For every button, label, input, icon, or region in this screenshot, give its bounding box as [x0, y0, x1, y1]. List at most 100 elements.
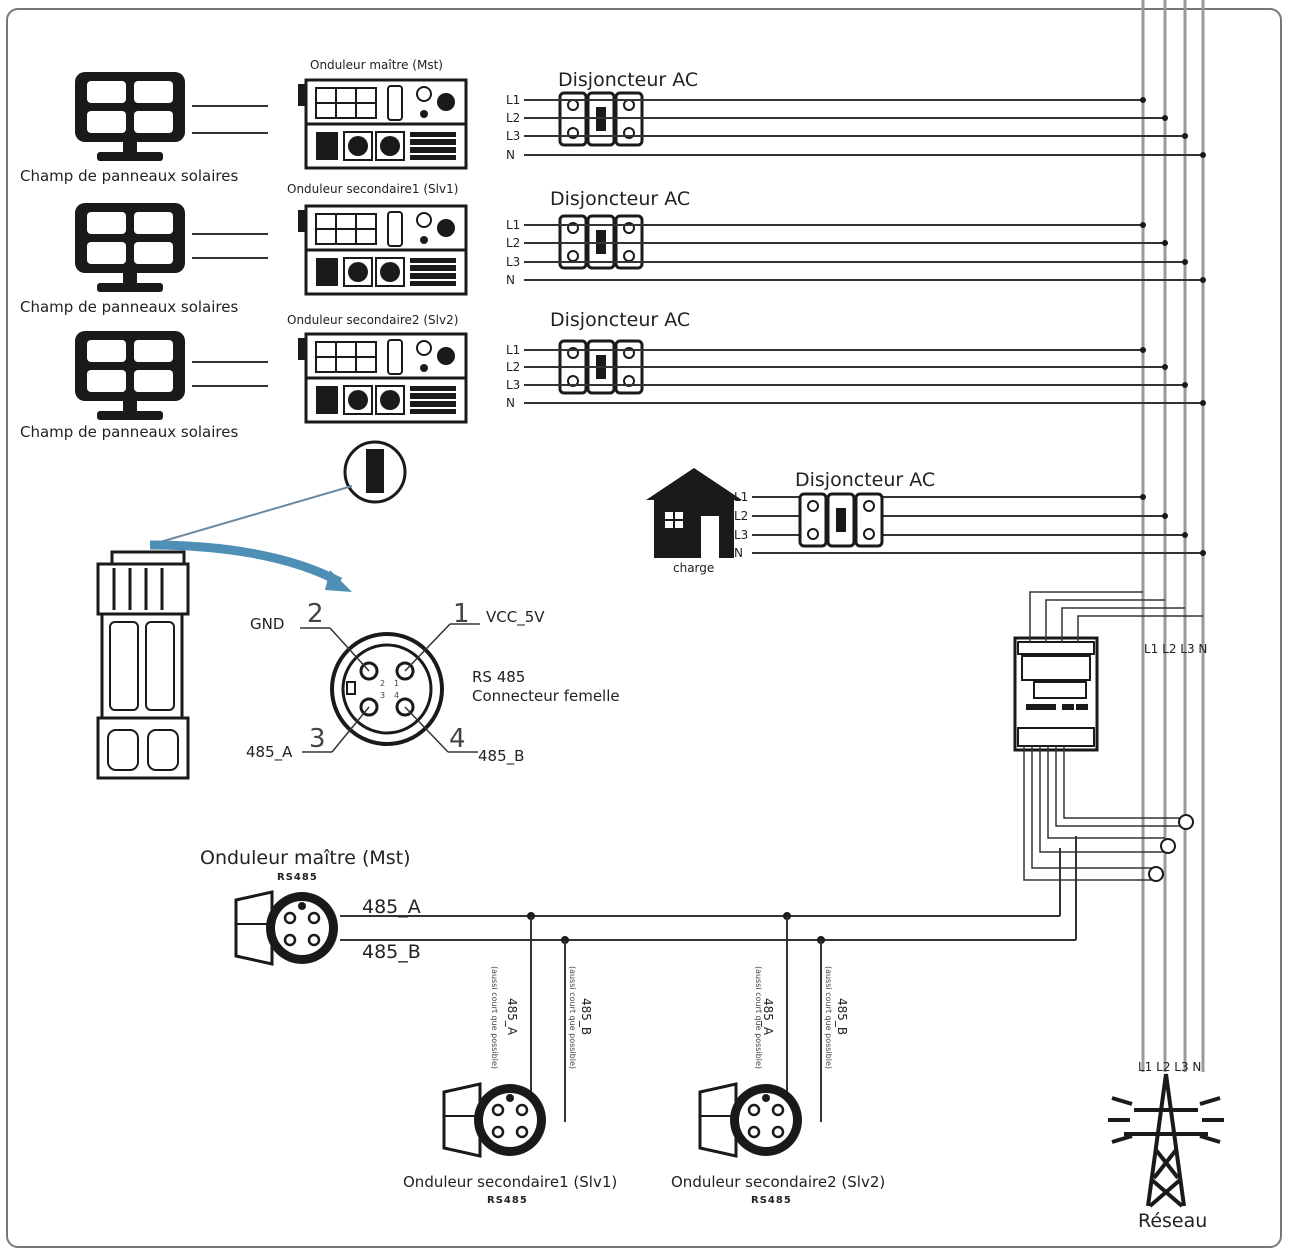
- drop-b-note: (aussi court que possible): [568, 966, 577, 1069]
- junction-dot: [1182, 382, 1188, 388]
- house-icon: [646, 468, 742, 558]
- breaker-icon: [798, 492, 884, 548]
- junction-dot: [1200, 400, 1206, 406]
- breaker-label: Disjoncteur AC: [550, 309, 690, 331]
- bus-master-label: Onduleur maître (Mst): [200, 847, 411, 869]
- slave1-rs485-plug-icon: [442, 1082, 548, 1158]
- phase-label: N: [734, 546, 743, 560]
- grid-label: Réseau: [1138, 1210, 1207, 1232]
- bus-slave2-rs485: RS485: [751, 1195, 792, 1206]
- phase-label: L3: [734, 528, 748, 542]
- phase-label: L2: [506, 360, 520, 374]
- junction-dot: [1182, 133, 1188, 139]
- bus-a-label: 485_A: [362, 896, 421, 918]
- phase-label: L1: [506, 218, 520, 232]
- svg-text:4: 4: [394, 691, 399, 700]
- phase-label: N: [506, 148, 515, 162]
- inverter-label: Onduleur maître (Mst): [310, 58, 443, 72]
- svg-text:4: 4: [449, 724, 466, 754]
- inverter-label: Onduleur secondaire2 (Slv2): [287, 313, 458, 327]
- drop-a-label: 485_A: [505, 998, 519, 1036]
- junction-dot: [1140, 222, 1146, 228]
- junction-dot: [1200, 152, 1206, 158]
- phase-label: L3: [506, 255, 520, 269]
- svg-text:2: 2: [307, 599, 324, 629]
- rs485-bus: Onduleur maître (Mst) RS485 485_A 485_B …: [200, 836, 1077, 1206]
- solar-field-label: Champ de panneaux solaires: [20, 423, 238, 441]
- svg-text:3: 3: [309, 724, 326, 754]
- vcc-label: VCC_5V: [486, 608, 545, 627]
- svg-text:1: 1: [453, 599, 470, 629]
- junction-dot: [1162, 364, 1168, 370]
- inverter-row-slave2: Champ de panneaux solaires Onduleur seco…: [20, 309, 690, 441]
- load-label: charge: [673, 561, 714, 575]
- phase-label: L1: [506, 93, 520, 107]
- solar-field-label: Champ de panneaux solaires: [20, 167, 238, 185]
- drop-b-label: 485_B: [835, 998, 849, 1035]
- solar-panel-icon: [75, 203, 185, 292]
- inverter-icon: [296, 204, 468, 296]
- bus-slave1-rs485: RS485: [487, 1195, 528, 1206]
- drop-a-label: 485_A: [761, 998, 775, 1036]
- phase-label: L1: [734, 490, 748, 504]
- junction-dot: [1182, 532, 1188, 538]
- pin4-label: 485_B: [478, 747, 524, 766]
- solar-panel-icon: [75, 72, 185, 161]
- bus-b-label: 485_B: [362, 941, 421, 963]
- solar-panel-icon: [75, 331, 185, 420]
- breaker-label: Disjoncteur AC: [558, 69, 698, 91]
- load-breaker-label: Disjoncteur AC: [795, 469, 935, 491]
- inverter-icon: [296, 332, 468, 424]
- phase-label: N: [506, 273, 515, 287]
- ct-clamp-icons: [1148, 814, 1194, 882]
- master-rs485-plug-icon: [234, 890, 340, 966]
- svg-text:1: 1: [394, 679, 399, 688]
- gnd-label: GND: [250, 615, 284, 633]
- phase-label: L1: [506, 343, 520, 357]
- grid-tower: L1 L2 L3 N Réseau: [1108, 1060, 1224, 1232]
- bus-slave2-label: Onduleur secondaire2 (Slv2): [671, 1173, 885, 1191]
- junction-dot: [1140, 494, 1146, 500]
- breaker-label: Disjoncteur AC: [550, 188, 690, 210]
- load-house: charge Disjoncteur AC: [646, 468, 935, 575]
- solar-field-label: Champ de panneaux solaires: [20, 298, 238, 316]
- inverter-label: Onduleur secondaire1 (Slv1): [287, 182, 458, 196]
- drop-a-note: (aussi court que possible): [754, 966, 763, 1069]
- drop-b-label: 485_B: [579, 998, 593, 1035]
- junction-dot: [1200, 550, 1206, 556]
- svg-text:2: 2: [380, 679, 385, 688]
- junction-dot: [1162, 115, 1168, 121]
- drop-a-note: (aussi court que possible): [490, 966, 499, 1069]
- junction-dot: [1200, 277, 1206, 283]
- pylon-icon: [1108, 1073, 1224, 1208]
- bus-master-rs485: RS485: [277, 872, 318, 883]
- svg-text:3: 3: [380, 691, 385, 700]
- arrow-icon: [325, 570, 352, 592]
- junction-dot: [1182, 259, 1188, 265]
- phase-label: L2: [734, 509, 748, 523]
- grid-phase-label: L1 L2 L3 N: [1138, 1060, 1201, 1074]
- junction-dot: [1162, 513, 1168, 519]
- energy-meter: L1 L2 L3 N: [1013, 636, 1207, 752]
- inverter-icon: [296, 78, 468, 170]
- connector-subtitle: Connecteur femelle: [472, 687, 620, 705]
- phase-label: L2: [506, 236, 520, 250]
- junction-dot: [1140, 347, 1146, 353]
- phase-label: N: [506, 396, 515, 410]
- slave2-rs485-plug-icon: [698, 1082, 804, 1158]
- phase-label: L3: [506, 129, 520, 143]
- phase-label: L3: [506, 378, 520, 392]
- inverter-row-slave1: Champ de panneaux solaires Onduleur seco…: [20, 182, 690, 316]
- inverter-row-master: Champ de panneaux solaires Onduleur maît…: [20, 58, 698, 185]
- bus-slave1-label: Onduleur secondaire1 (Slv1): [403, 1173, 617, 1191]
- meter-wires: [1023, 591, 1203, 881]
- rs485-plug-icon: [96, 550, 190, 780]
- junction-dot: [1140, 97, 1146, 103]
- meter-phase-label: L1 L2 L3 N: [1144, 642, 1207, 656]
- phase-label: L2: [506, 111, 520, 125]
- junction-dot: [1162, 240, 1168, 246]
- pin3-label: 485_A: [246, 743, 293, 762]
- connector-title: RS 485: [472, 668, 525, 686]
- drop-b-note: (aussi court que possible): [824, 966, 833, 1069]
